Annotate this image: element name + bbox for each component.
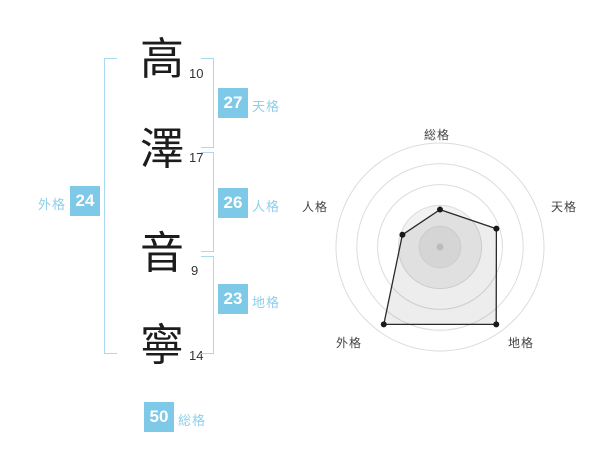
radar-axis-label-tenkaku: 天格 bbox=[551, 200, 578, 214]
stroke-count: 17 bbox=[189, 150, 204, 165]
stroke-count: 14 bbox=[189, 348, 204, 363]
stroke-count: 9 bbox=[191, 263, 199, 278]
chikaku-bracket bbox=[201, 256, 214, 354]
radar-axis-label-chikaku: 地格 bbox=[508, 336, 535, 350]
chikaku-label: 地格 bbox=[252, 295, 281, 310]
jinkaku-label: 人格 bbox=[252, 199, 281, 214]
radar-chart-svg bbox=[335, 142, 545, 352]
name-character: 音 bbox=[140, 229, 184, 278]
gaikaku-label: 外格 bbox=[38, 197, 67, 212]
tenkaku-value-badge: 27 bbox=[218, 88, 248, 118]
radar-axis-label-soukaku: 総格 bbox=[424, 128, 451, 142]
chikaku-value-badge: 23 bbox=[218, 284, 248, 314]
radar-axis-label-gaikaku: 外格 bbox=[336, 336, 363, 350]
soukaku-label: 総格 bbox=[178, 413, 207, 428]
gaikaku-value-badge: 24 bbox=[70, 186, 100, 216]
tenkaku-label: 天格 bbox=[252, 99, 281, 114]
stroke-count: 10 bbox=[189, 66, 204, 81]
tenkaku-bracket bbox=[201, 58, 214, 148]
radar-chart bbox=[300, 105, 580, 385]
soukaku-value-badge: 50 bbox=[144, 402, 174, 432]
name-character: 澤 bbox=[140, 125, 184, 174]
jinkaku-value-badge: 26 bbox=[218, 188, 248, 218]
gaikaku-bracket bbox=[104, 58, 117, 354]
radar-axis-label-jinkaku: 人格 bbox=[302, 200, 329, 214]
name-character: 高 bbox=[140, 35, 184, 84]
jinkaku-bracket bbox=[201, 152, 214, 252]
name-character: 寧 bbox=[140, 321, 184, 370]
